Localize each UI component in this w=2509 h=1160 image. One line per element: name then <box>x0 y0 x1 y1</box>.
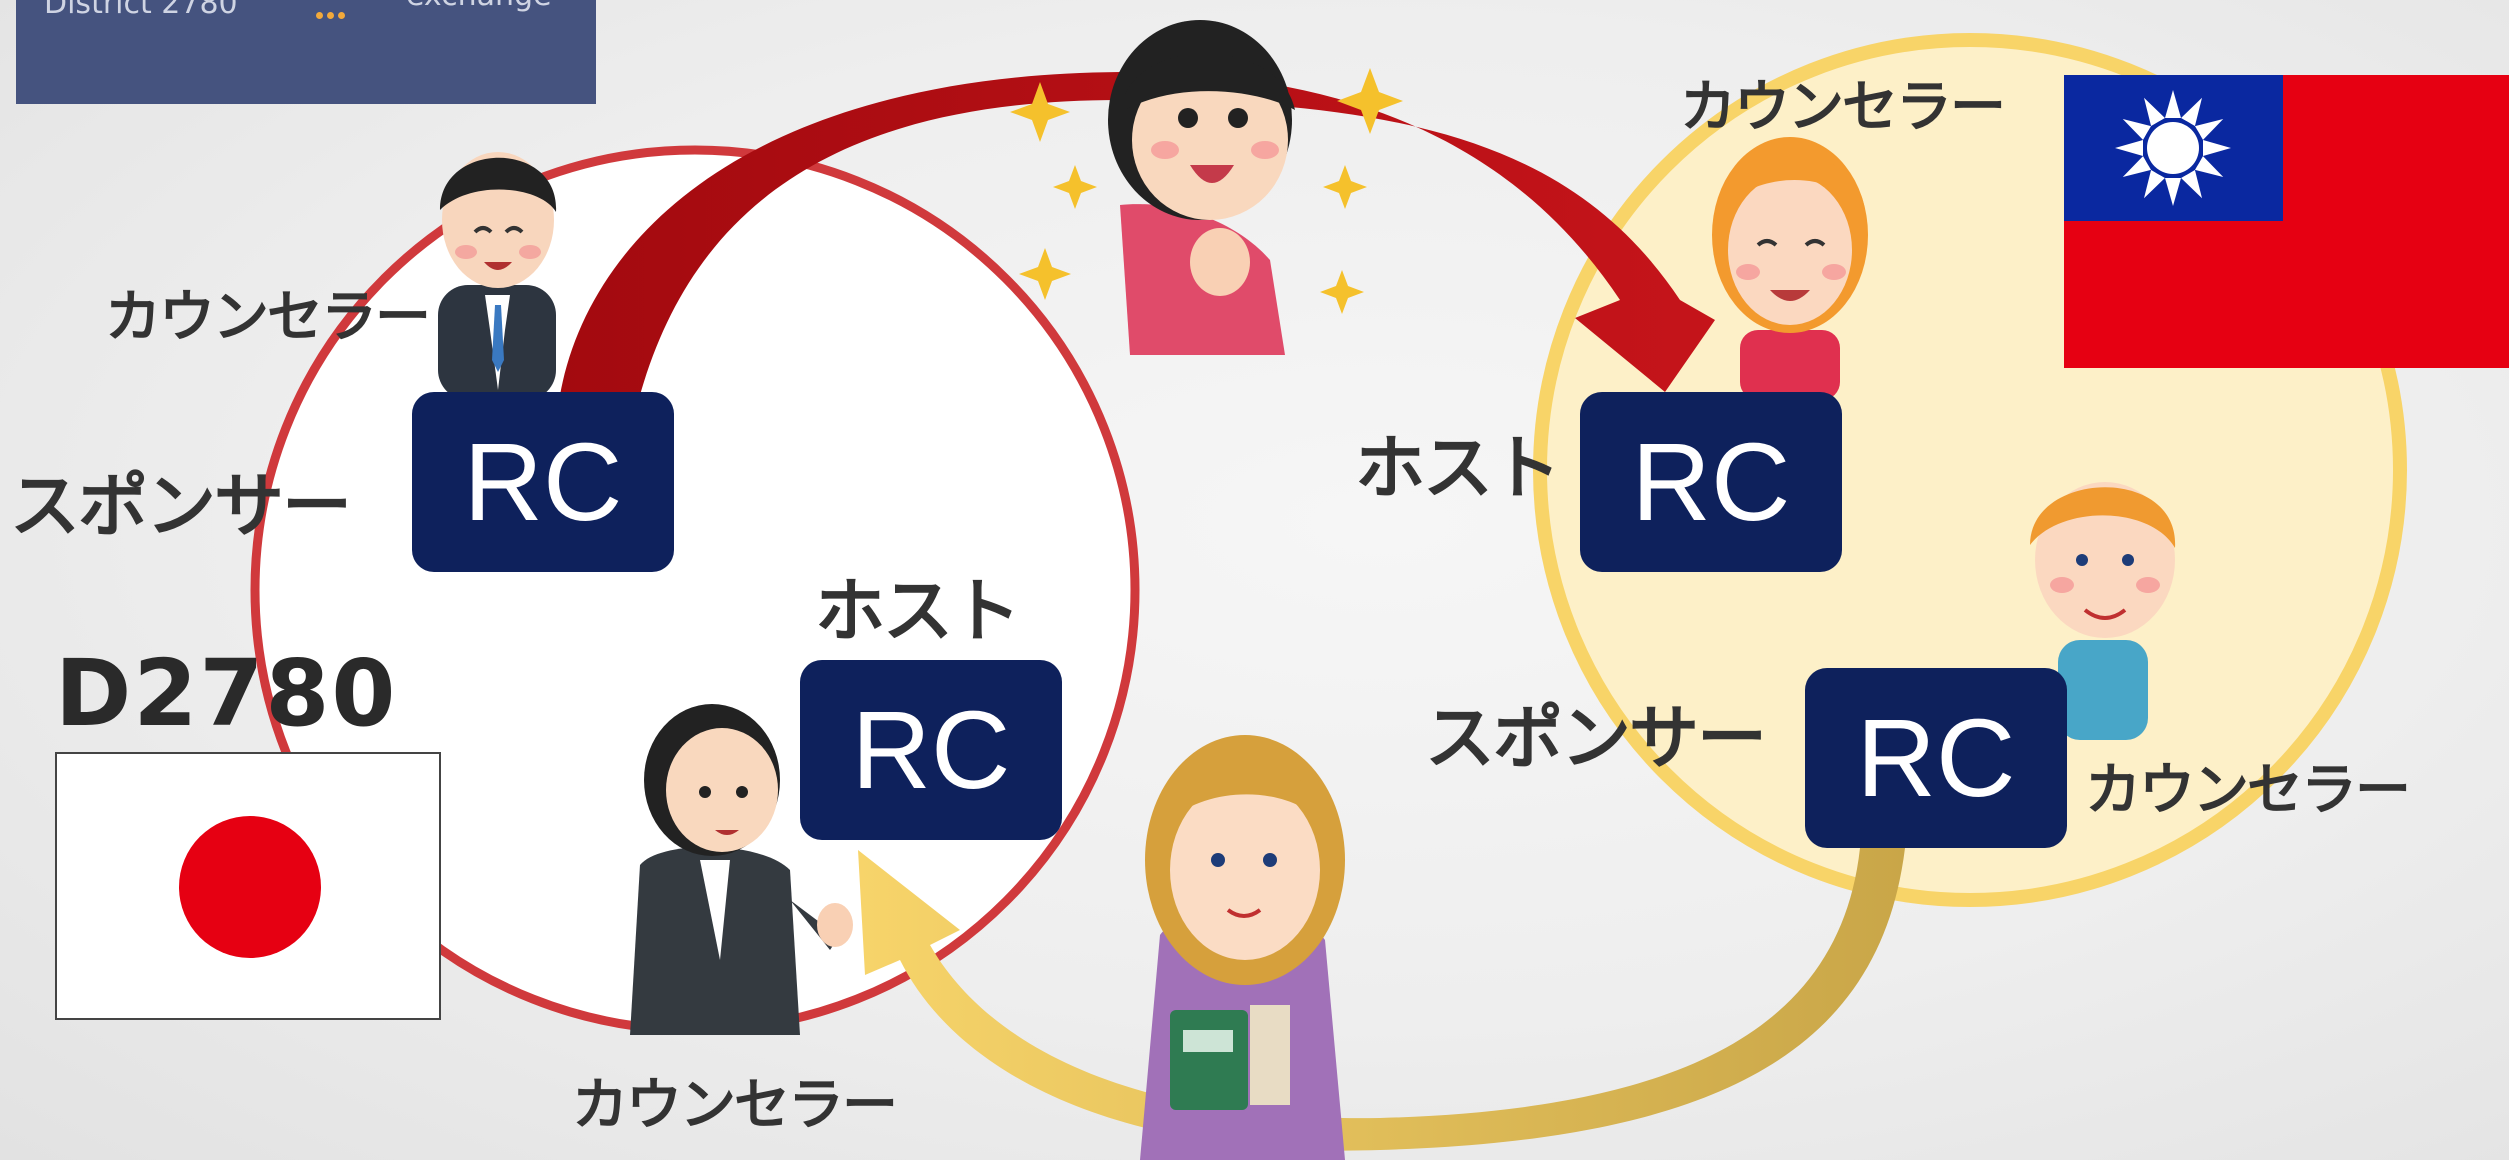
rc-host-right: RC <box>1580 392 1842 572</box>
label-counselor-right: カウンセラー <box>2085 758 2411 823</box>
label-counselor-top-right: カウンセラー <box>1680 75 2006 140</box>
label-sponsor-left: スポンサー <box>10 465 352 547</box>
label-sponsor-right: スポンサー <box>1425 697 1767 779</box>
white-sun-icon <box>2115 90 2231 206</box>
counselor-woman-illustration <box>1712 137 1868 400</box>
student-girl-books-illustration <box>1140 735 1345 1160</box>
counselor-man-illustration <box>438 152 557 400</box>
student-girl-excited-illustration <box>1108 20 1295 355</box>
rc-host-left: RC <box>800 660 1062 840</box>
logo-dots-icon <box>316 0 356 19</box>
district-code: D2780 <box>55 640 398 747</box>
taiwan-flag-icon <box>2064 75 2509 368</box>
counselor-boy-illustration <box>2030 482 2176 740</box>
label-host-right: ホスト <box>1355 427 1561 509</box>
rc-sponsor-left: RC <box>412 392 674 572</box>
counselor-woman-suit-illustration <box>630 704 853 1035</box>
banner-district-text: District 2780 <box>44 0 238 21</box>
label-counselor-top-left: カウンセラー <box>105 285 431 350</box>
banner-exchange-text: exchange <box>406 0 552 13</box>
taiwan-flag-canton <box>2064 75 2283 221</box>
rc-sponsor-right: RC <box>1805 668 2067 848</box>
district-banner: District 2780 exchange <box>16 0 596 104</box>
label-host-left: ホスト <box>815 570 1021 652</box>
sparkle-icons <box>1010 68 1403 314</box>
label-counselor-bottom-left: カウンセラー <box>572 1073 898 1138</box>
japan-flag-sun <box>179 816 321 958</box>
japan-flag-icon <box>55 752 441 1020</box>
